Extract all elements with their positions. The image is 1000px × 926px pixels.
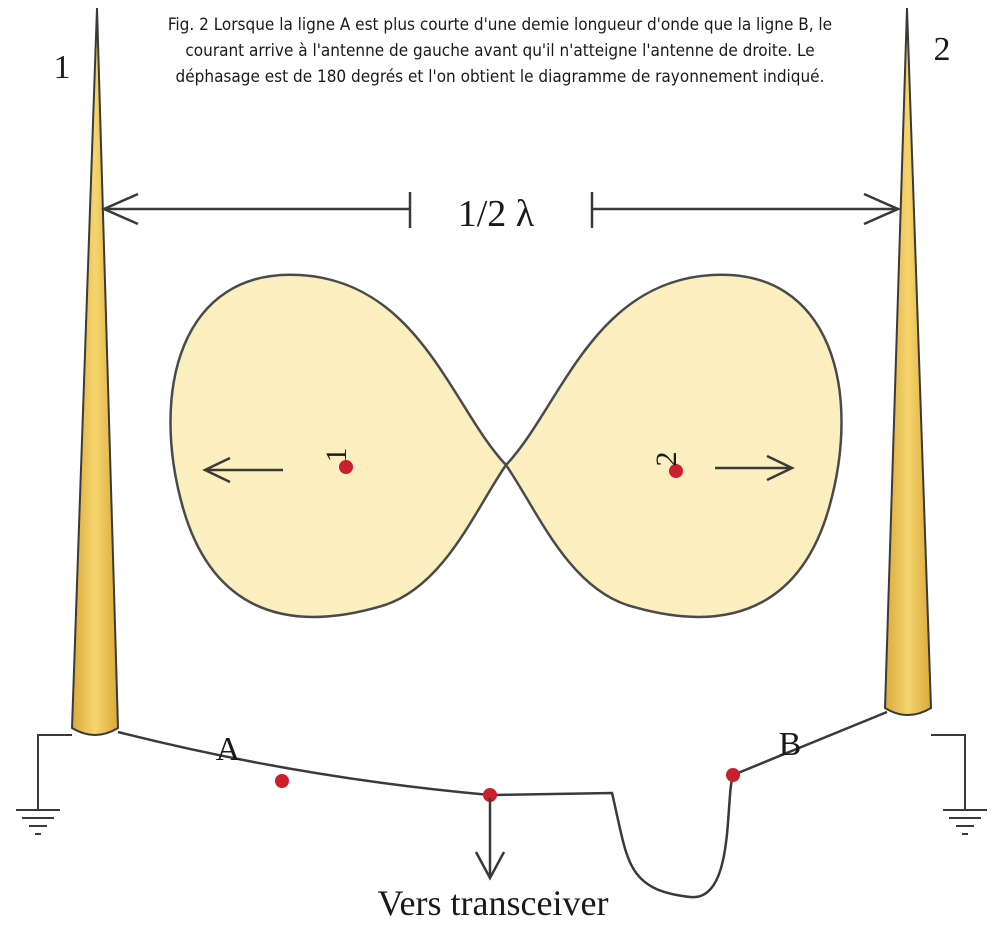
figure-caption: Fig. 2 Lorsque la ligne A est plus court… <box>167 15 833 87</box>
lobe-2-point <box>669 464 683 478</box>
transceiver-label: Vers transceiver <box>378 883 609 923</box>
feed-lines <box>117 710 888 899</box>
antenna-2 <box>883 7 933 716</box>
right-lobe <box>504 273 843 619</box>
ground-left-icon <box>16 734 72 835</box>
line-a-label: A <box>216 731 241 768</box>
antenna-1-label: 1 <box>54 49 71 86</box>
transceiver-arrow <box>474 798 506 881</box>
line-b-point <box>726 768 740 782</box>
lobe-2-label: 2 <box>650 452 683 467</box>
lobe-1-point <box>339 460 353 474</box>
antenna-1 <box>70 7 120 736</box>
feed-junction-point <box>483 788 497 802</box>
line-b-label: B <box>779 726 802 763</box>
antenna-2-label: 2 <box>934 31 951 68</box>
ground-right-icon <box>931 734 987 835</box>
line-a-point <box>275 774 289 788</box>
left-lobe <box>169 273 508 619</box>
left-radiation-arrow <box>202 456 283 484</box>
right-radiation-arrow <box>715 454 795 482</box>
lobe-1-label: 1 <box>320 448 353 463</box>
spacing-label: 1/2 λ <box>458 193 535 235</box>
spacing-dimension <box>100 192 902 228</box>
